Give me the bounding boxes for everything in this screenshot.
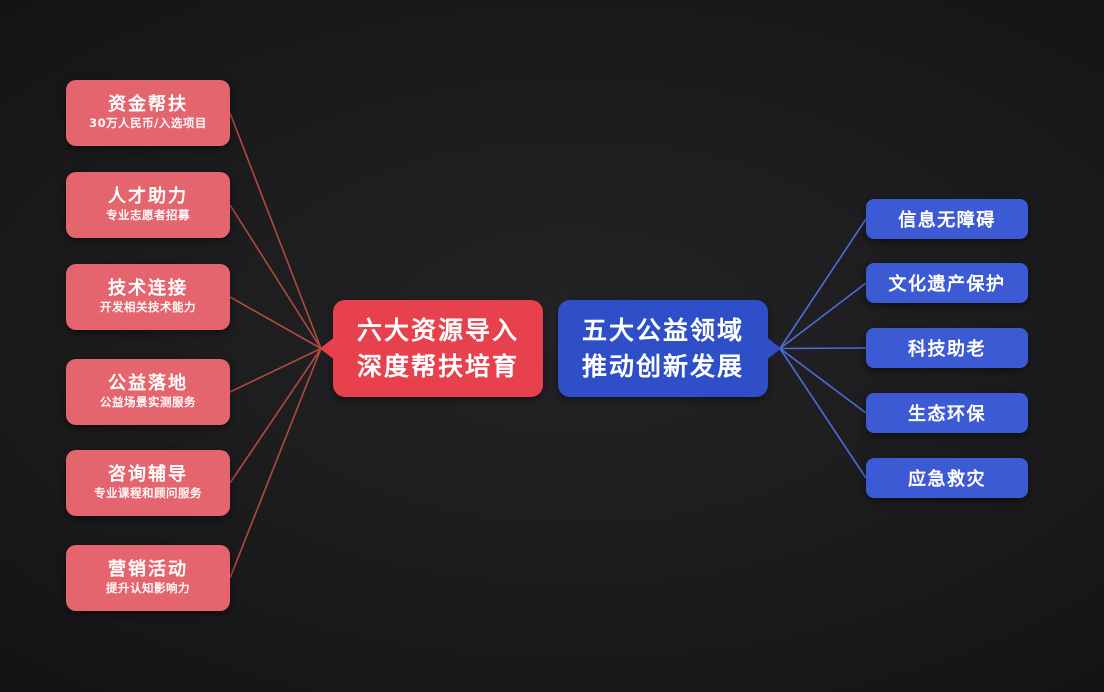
node-title: 公益落地 bbox=[108, 373, 188, 395]
left-root-node[interactable]: 六大资源导入 深度帮扶培育 bbox=[320, 300, 543, 397]
node-label: 文化遗产保护 bbox=[888, 274, 1006, 295]
resource-node-technology[interactable]: 技术连接 开发相关技术能力 bbox=[66, 264, 230, 330]
field-node-elderly-tech[interactable]: 科技助老 bbox=[866, 328, 1028, 368]
node-subtitle: 提升认知影响力 bbox=[106, 581, 190, 596]
right-root-node[interactable]: 五大公益领域 推动创新发展 bbox=[558, 300, 781, 397]
node-subtitle: 专业志愿者招募 bbox=[106, 208, 190, 223]
node-title: 人才助力 bbox=[108, 186, 188, 208]
node-subtitle: 开发相关技术能力 bbox=[100, 300, 196, 315]
right-root-line2: 推动创新发展 bbox=[581, 351, 744, 381]
node-label: 科技助老 bbox=[908, 339, 986, 360]
field-node-disaster-relief[interactable]: 应急救灾 bbox=[866, 458, 1028, 498]
node-subtitle: 公益场景实测服务 bbox=[100, 395, 196, 410]
node-title: 资金帮扶 bbox=[108, 94, 188, 116]
node-subtitle: 专业课程和顾问服务 bbox=[94, 486, 202, 501]
field-node-accessibility[interactable]: 信息无障碍 bbox=[866, 199, 1028, 239]
left-root-line2: 深度帮扶培育 bbox=[356, 351, 519, 381]
resource-node-talent[interactable]: 人才助力 专业志愿者招募 bbox=[66, 172, 230, 238]
field-node-heritage[interactable]: 文化遗产保护 bbox=[866, 263, 1028, 303]
field-node-eco[interactable]: 生态环保 bbox=[866, 393, 1028, 433]
resource-node-marketing[interactable]: 营销活动 提升认知影响力 bbox=[66, 545, 230, 611]
node-title: 咨询辅导 bbox=[108, 464, 188, 486]
resource-node-consulting[interactable]: 咨询辅导 专业课程和顾问服务 bbox=[66, 450, 230, 516]
resource-node-funding[interactable]: 资金帮扶 30万人民币/入选项目 bbox=[66, 80, 230, 146]
node-label: 生态环保 bbox=[908, 404, 986, 425]
node-subtitle: 30万人民币/入选项目 bbox=[89, 116, 207, 131]
right-root-line1: 五大公益领域 bbox=[581, 315, 744, 345]
left-root-line1: 六大资源导入 bbox=[356, 315, 519, 345]
node-title: 技术连接 bbox=[108, 278, 188, 300]
node-title: 营销活动 bbox=[108, 559, 188, 581]
node-label: 应急救灾 bbox=[908, 469, 986, 490]
resource-node-charity-landing[interactable]: 公益落地 公益场景实测服务 bbox=[66, 359, 230, 425]
node-label: 信息无障碍 bbox=[898, 210, 996, 231]
